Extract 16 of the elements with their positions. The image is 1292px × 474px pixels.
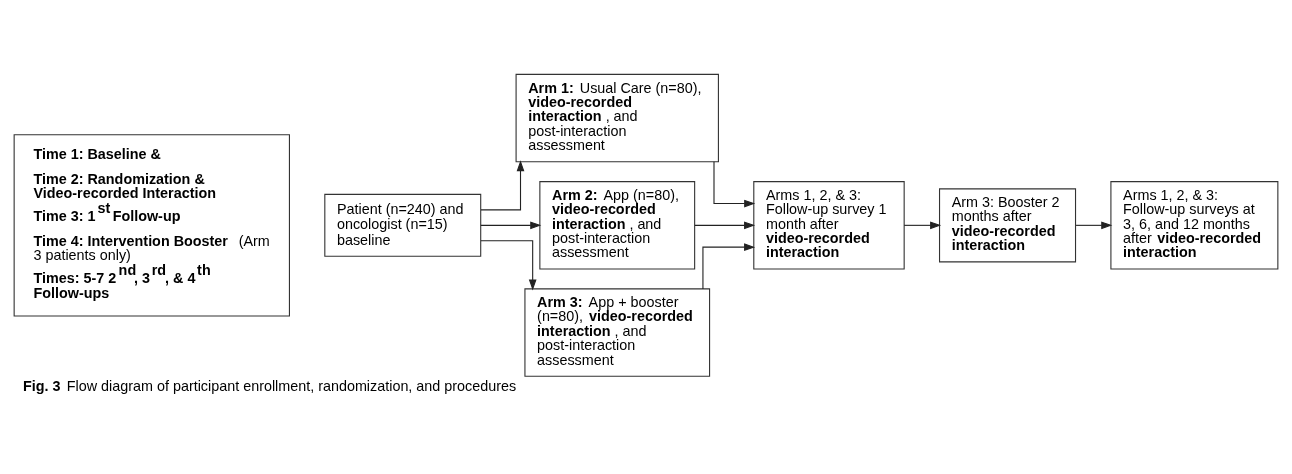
- node-box: Arms 1, 2, & 3: Follow-up surveys at 3, 6, and 12 months after video-recorded interaction: [1110, 180, 1279, 270]
- arrow: [694, 220, 756, 229]
- arrow: [713, 160, 756, 207]
- node-box: Arm 1: Usual Care (n=80), video-recorded interaction, and post-interaction assessment: [515, 73, 719, 162]
- arrow: [480, 239, 537, 290]
- caption: Fig. 3 Flow diagram of participant enrollment, randomization, and procedures: [22, 377, 517, 394]
- node-box: Arm 3: App + booster (n=80), video-recorded interaction, and post-interaction assessment: [524, 287, 711, 377]
- arrow: [480, 220, 542, 229]
- node-box: Arms 1, 2, & 3: Follow-up survey 1 month after video-recorded interaction: [753, 180, 905, 270]
- arrow: [702, 242, 756, 289]
- node-box: Patient (n=240) and oncologist (n=15) baseline: [324, 193, 482, 257]
- arrow: [1075, 220, 1113, 229]
- node-box: Arm 2: App (n=80), video-recorded interaction, and post-interaction assessment: [539, 180, 696, 270]
- arrow: [903, 220, 942, 229]
- arrow: [480, 159, 525, 210]
- node-box: Arm 3: Booster 2 months after video-recorded interaction: [939, 187, 1077, 262]
